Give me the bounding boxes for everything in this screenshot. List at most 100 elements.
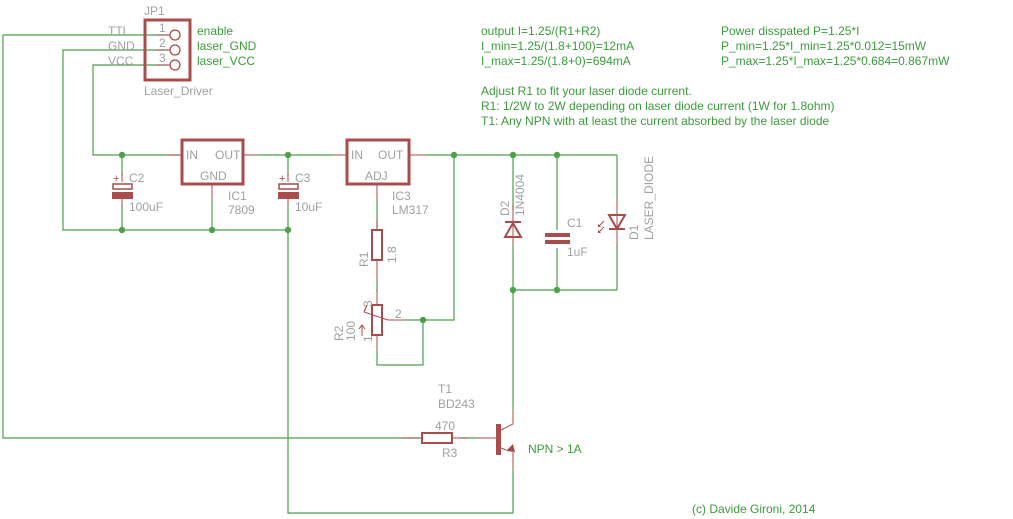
- laser-diode-d1[interactable]: D1 LASER_DIODE: [598, 156, 656, 246]
- r3-value: 470: [435, 419, 455, 433]
- resistor-r1[interactable]: R1 1.8: [357, 220, 399, 280]
- pin-left-label: TTL: [108, 24, 130, 38]
- resistor-body: [371, 229, 383, 261]
- ic1-name: IC1: [228, 189, 247, 203]
- wiper-tick: [363, 304, 368, 313]
- connector-name: JP1: [144, 4, 165, 18]
- transistor-base-bar: [496, 424, 501, 455]
- pin-right-label: laser_GND: [197, 39, 257, 53]
- r2-pin3: 3: [361, 300, 375, 307]
- junction-dot: [509, 151, 517, 159]
- capacitor-c1[interactable]: C1 1uF: [545, 216, 588, 259]
- ic1-value: 7809: [228, 203, 255, 217]
- r2-value: 100: [344, 321, 358, 341]
- capacitor-c2[interactable]: + C2 100uF: [112, 171, 163, 214]
- pin-number: 3: [159, 51, 166, 65]
- potentiometer-r2[interactable]: 3 2 1 R2 100: [332, 290, 405, 350]
- connector-jp1[interactable]: JP1 Laser_Driver TTL GND VCC 1 2 3 enabl…: [108, 4, 257, 98]
- cap-plate-negative: [278, 192, 299, 199]
- transistor-t1[interactable]: T1 BD243 NPN > 1A: [438, 382, 582, 470]
- c2-value: 100uF: [129, 200, 163, 214]
- d1-name: D1: [627, 224, 641, 240]
- diode-d2[interactable]: D2 1N4004: [498, 174, 527, 245]
- resistor-r3[interactable]: 470 R3: [402, 419, 467, 460]
- diode-triangle: [607, 214, 627, 232]
- polarity-plus: +: [279, 173, 285, 185]
- polarity-plus: +: [113, 173, 119, 185]
- wire-ttl: [2, 34, 420, 439]
- pot-body: [371, 304, 383, 336]
- junction-dot: [450, 151, 458, 159]
- regulator-ic3[interactable]: IN OUT ADJ IC3 LM317: [333, 138, 429, 217]
- regulator-ic1[interactable]: IN OUT GND IC1 7809: [167, 138, 258, 217]
- pin-right-label: laser_VCC: [197, 54, 255, 68]
- wire-gnd: [62, 49, 288, 231]
- light-arrow-head: [598, 224, 601, 227]
- ic3-pin-out: OUT: [378, 148, 404, 162]
- wire-out-to-r2: [423, 155, 455, 321]
- formula-line: output I=1.25/(R1+R2): [481, 24, 600, 38]
- pin-number: 2: [159, 36, 166, 50]
- r2-name: R2: [332, 325, 346, 341]
- pin-circle: [169, 29, 181, 41]
- cap-plate-negative: [112, 192, 133, 199]
- light-arrow-head: [598, 230, 601, 233]
- formula-line: I_min=1.25/(1.8+100)=12mA: [481, 39, 634, 53]
- cap-plate-positive: [278, 183, 299, 190]
- t1-name: T1: [438, 382, 452, 396]
- d2-value: 1N4004: [513, 174, 527, 216]
- pin-number: 1: [159, 21, 166, 35]
- junction-dot: [553, 151, 561, 159]
- junction-dot: [208, 226, 216, 234]
- junction-dot: [553, 286, 561, 294]
- r2-pin2: 2: [395, 307, 402, 321]
- c2-name: C2: [129, 171, 145, 185]
- junction-dot: [118, 226, 126, 234]
- r3-name: R3: [442, 446, 458, 460]
- emitter-lead: [500, 447, 507, 451]
- r2-pin1: 1: [361, 335, 375, 342]
- notes: output I=1.25/(R1+R2) I_min=1.25/(1.8+10…: [481, 24, 950, 516]
- cap-plate-positive: [112, 183, 133, 190]
- capacitor-c3[interactable]: + C3 10uF: [278, 171, 322, 214]
- ic1-pin-gnd: GND: [200, 169, 227, 183]
- c1-value: 1uF: [567, 245, 588, 259]
- junction-dot: [284, 226, 292, 234]
- c3-value: 10uF: [295, 200, 322, 214]
- power-line: P_max=1.25*I_max=1.25*0.684=0.867mW: [721, 54, 950, 68]
- c1-name: C1: [567, 216, 583, 230]
- cap-plate: [545, 240, 570, 244]
- emitter-arrow-icon: [506, 444, 515, 452]
- pin-left-label: GND: [108, 39, 135, 53]
- copyright: (c) Davide Gironi, 2014: [692, 502, 816, 516]
- junction-dot: [118, 151, 126, 159]
- ic1-pin-in: IN: [186, 148, 198, 162]
- cap-plate: [545, 233, 570, 237]
- pin-left-label: VCC: [108, 54, 134, 68]
- wire-vcc: [92, 64, 180, 156]
- ic1-pin-out: OUT: [215, 148, 241, 162]
- ic3-pin-adj: ADJ: [365, 169, 388, 183]
- c3-name: C3: [295, 171, 311, 185]
- r1-name: R1: [357, 251, 371, 267]
- advice-line: R1: 1/2W to 2W depending on laser diode …: [481, 99, 835, 113]
- collector-lead: [500, 410, 514, 431]
- d1-value: LASER_DIODE: [642, 156, 656, 240]
- adjust-arrow-head: [358, 324, 366, 330]
- advice-line: T1: Any NPN with at least the current ab…: [481, 114, 830, 128]
- ic3-pin-in: IN: [351, 148, 363, 162]
- wire-r2-loop: [376, 320, 424, 366]
- wiper-line: [363, 311, 405, 321]
- pin-circle: [169, 44, 181, 56]
- diode-triangle: [503, 220, 523, 238]
- formula-line: I_max=1.25/(1.8+0)=694mA: [481, 54, 631, 68]
- light-arrow-icon: [598, 226, 605, 233]
- power-line: P_min=1.25*I_min=1.25*0.012=15mW: [721, 39, 927, 53]
- d2-name: D2: [498, 200, 512, 216]
- resistor-body: [421, 432, 453, 444]
- connector-value: Laser_Driver: [144, 84, 213, 98]
- power-line: Power disspated P=1.25*I: [721, 24, 859, 38]
- ic3-value: LM317: [392, 203, 429, 217]
- t1-value: BD243: [438, 397, 475, 411]
